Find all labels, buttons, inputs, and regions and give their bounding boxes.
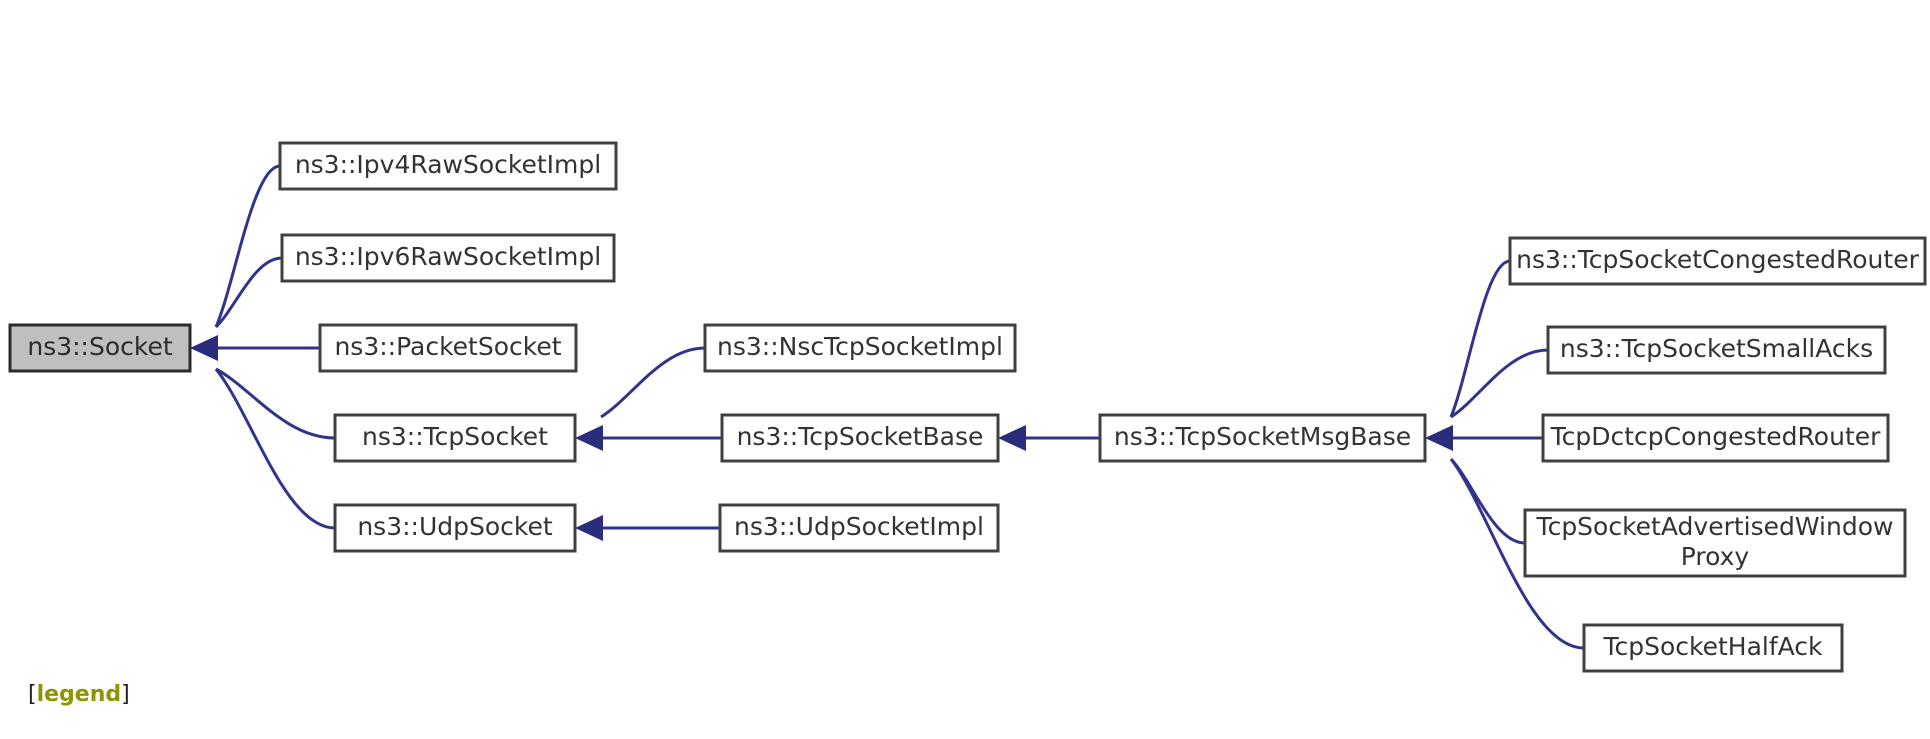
class-node-label: ns3::TcpSocketBase bbox=[737, 422, 984, 451]
class-node-socket[interactable]: ns3::Socket bbox=[8, 323, 192, 373]
class-node-label: ns3::PacketSocket bbox=[334, 332, 561, 361]
class-node-nsctcpimpl[interactable]: ns3::NscTcpSocketImpl bbox=[703, 323, 1017, 373]
class-node-box[interactable] bbox=[1546, 325, 1887, 375]
class-node-box[interactable] bbox=[1523, 508, 1907, 578]
class-node-smallacks[interactable]: ns3::TcpSocketSmallAcks bbox=[1546, 325, 1887, 375]
class-node-label: ns3::NscTcpSocketImpl bbox=[717, 332, 1003, 361]
class-node-label: ns3::Ipv6RawSocketImpl bbox=[295, 242, 601, 271]
class-node-label: TcpDctcpCongestedRouter bbox=[1550, 422, 1882, 451]
class-node-box[interactable] bbox=[333, 503, 577, 553]
inheritance-edge bbox=[575, 515, 720, 541]
legend: [legend] bbox=[28, 682, 130, 707]
legend-open-bracket: [ bbox=[28, 682, 37, 707]
class-node-udpsocketimpl[interactable]: ns3::UdpSocketImpl bbox=[718, 503, 1000, 553]
class-node-ipv4raw[interactable]: ns3::Ipv4RawSocketImpl bbox=[278, 141, 618, 191]
class-node-label: ns3::UdpSocket bbox=[357, 512, 553, 541]
class-node-halfack[interactable]: TcpSocketHalfAck bbox=[1582, 623, 1844, 673]
inheritance-edge bbox=[575, 425, 722, 451]
inheritance-edge bbox=[190, 335, 320, 361]
class-node-tcpsocketbase[interactable]: ns3::TcpSocketBase bbox=[720, 413, 1000, 463]
class-node-box[interactable] bbox=[1582, 623, 1844, 673]
class-node-box[interactable] bbox=[278, 141, 618, 191]
class-node-box[interactable] bbox=[1508, 236, 1927, 286]
class-node-udpsocket[interactable]: ns3::UdpSocket bbox=[333, 503, 577, 553]
class-node-tcpsocket[interactable]: ns3::TcpSocket bbox=[333, 413, 577, 463]
class-node-label: ns3::UdpSocketImpl bbox=[734, 512, 984, 541]
class-node-label: ns3::TcpSocketSmallAcks bbox=[1560, 334, 1873, 363]
class-node-box[interactable] bbox=[280, 233, 616, 283]
class-node-ipv6raw[interactable]: ns3::Ipv6RawSocketImpl bbox=[280, 233, 616, 283]
legend-close-bracket: ] bbox=[121, 682, 130, 707]
class-node-label: TcpSocketHalfAck bbox=[1602, 632, 1823, 661]
class-node-tcpmsgbase[interactable]: ns3::TcpSocketMsgBase bbox=[1098, 413, 1427, 463]
class-node-box[interactable] bbox=[333, 413, 577, 463]
class-node-label: ns3::Ipv4RawSocketImpl bbox=[295, 150, 601, 179]
class-node-box[interactable] bbox=[1098, 413, 1427, 463]
class-node-box[interactable] bbox=[8, 323, 192, 373]
class-node-label: ns3::TcpSocketCongestedRouter bbox=[1516, 245, 1919, 274]
inheritance-edge bbox=[1425, 425, 1543, 451]
class-node-box[interactable] bbox=[718, 503, 1000, 553]
class-node-dctcprouter[interactable]: TcpDctcpCongestedRouter bbox=[1541, 413, 1890, 463]
class-node-packetsocket[interactable]: ns3::PacketSocket bbox=[318, 323, 578, 373]
inheritance-edge bbox=[998, 425, 1100, 451]
class-node-congrouter[interactable]: ns3::TcpSocketCongestedRouter bbox=[1508, 236, 1927, 286]
class-node-box[interactable] bbox=[1541, 413, 1890, 463]
class-node-label: TcpSocketAdvertisedWindow bbox=[1536, 512, 1894, 541]
class-node-box[interactable] bbox=[703, 323, 1017, 373]
class-node-box[interactable] bbox=[318, 323, 578, 373]
class-node-box[interactable] bbox=[720, 413, 1000, 463]
class-node-label: ns3::TcpSocket bbox=[362, 422, 548, 451]
class-node-label: ns3::Socket bbox=[27, 332, 172, 361]
legend-link[interactable]: legend bbox=[36, 682, 122, 707]
nodes-layer: ns3::Socket ns3::Ipv4RawSocketImplns3::Ip… bbox=[8, 141, 1927, 673]
class-node-label: ns3::TcpSocketMsgBase bbox=[1114, 422, 1411, 451]
class-node-label: Proxy bbox=[1681, 542, 1750, 571]
